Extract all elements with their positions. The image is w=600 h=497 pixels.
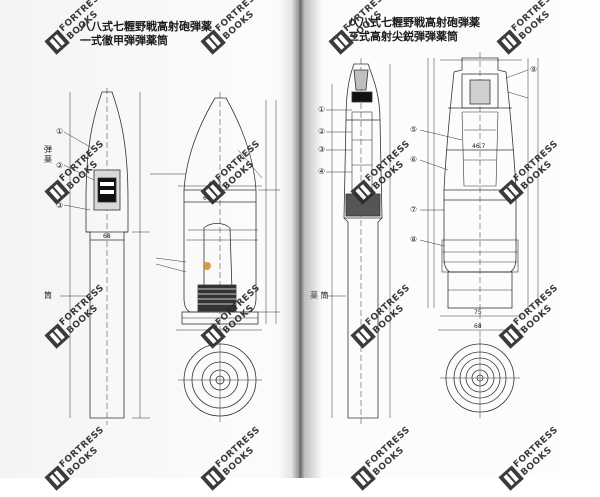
right-callout-9: ⑨ xyxy=(530,65,537,74)
right-technical-drawing: ① ② ③ ④ ⑤ ⑥ ⑦ ⑧ ⑨ 薬 筒 75 46.7 68 xyxy=(310,52,539,426)
stain-spot xyxy=(203,262,211,270)
left-caption-line2: 一式徹甲弾弾薬筒 xyxy=(80,34,168,47)
left-base-view xyxy=(178,338,262,422)
right-callout-5: ⑤ xyxy=(410,125,417,134)
left-caption: 八八式七糎野戦高射砲弾薬 一式徹甲弾弾薬筒 xyxy=(80,20,212,48)
right-callout-6: ⑥ xyxy=(410,155,417,164)
left-callout-2: ② xyxy=(56,161,63,170)
left-dim-4: 68 xyxy=(103,233,111,240)
right-dim-3: 68 xyxy=(474,323,482,330)
book-gutter xyxy=(278,0,322,478)
left-small-cartridge-outline xyxy=(85,91,129,419)
right-small-cartridge-outline xyxy=(343,63,383,419)
right-base-view xyxy=(440,338,520,418)
right-caption-line2: 三式高射尖鋭弾弾薬筒 xyxy=(348,30,458,43)
left-side-label-3: 筒 xyxy=(44,290,52,300)
right-callout-8: ⑧ xyxy=(410,235,417,244)
right-caption: 八八式七糎野戦高射砲弾薬 三式高射尖鋭弾弾薬筒 xyxy=(348,16,480,44)
right-page: 八八式七糎野戦高射砲弾薬 三式高射尖鋭弾弾薬筒 xyxy=(302,0,600,491)
right-callout-7: ⑦ xyxy=(410,205,417,214)
left-callout-1: ① xyxy=(56,127,63,136)
left-page: 八八式七糎野戦高射砲弾薬 一式徹甲弾弾薬筒 xyxy=(0,0,298,491)
book-spread: 八八式七糎野戦高射砲弾薬 一式徹甲弾弾薬筒 xyxy=(0,0,600,478)
left-side-label-1: 弾 xyxy=(44,144,52,154)
right-dim-1: 75 xyxy=(474,309,482,316)
right-dim-2: 46.7 xyxy=(472,143,486,150)
left-technical-drawing: ① ② ③ 弾 薬 筒 46.7 75 66 68 xyxy=(44,88,280,425)
right-caption-line1: 八八式七糎野戦高射砲弾薬 xyxy=(348,16,480,29)
left-side-label-2: 薬 xyxy=(44,154,52,164)
left-callout-3: ③ xyxy=(56,201,63,210)
left-caption-line1: 八八式七糎野戦高射砲弾薬 xyxy=(80,20,212,33)
